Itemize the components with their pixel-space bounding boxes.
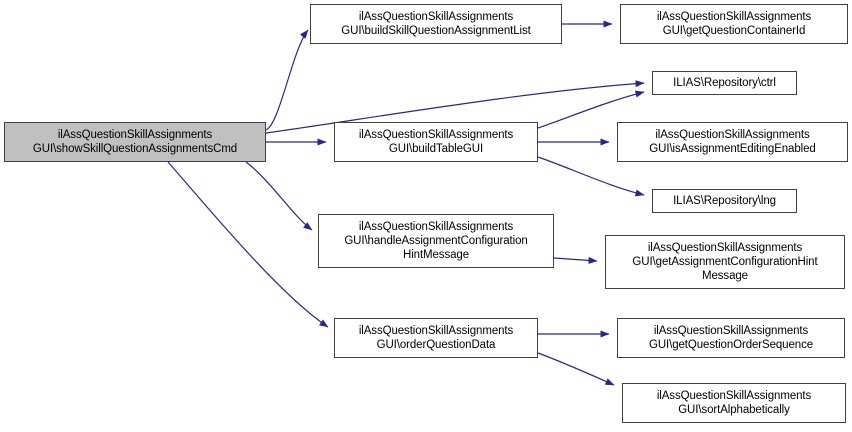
graph-node-getQuestionOrderSequence[interactable]: ilAssQuestionSkillAssignments GUI\getQue… — [617, 318, 845, 358]
edge-root-to-handleAssignmentConfigurationHintMessage — [245, 161, 313, 231]
graph-node-orderQuestionData[interactable]: ilAssQuestionSkillAssignments GUI\orderQ… — [334, 318, 538, 358]
edge-handleAssignmentConfigurationHintMessage-to-getAssignmentConfigurationHintMessage — [553, 256, 598, 264]
graph-node-handleAssignmentConfigurationHintMessage[interactable]: ilAssQuestionSkillAssignments GUI\handle… — [318, 214, 554, 268]
edge-orderQuestionData-to-sortAlphabetically — [537, 352, 615, 386]
edge-root-to-orderQuestionData — [167, 161, 329, 328]
edge-root-to-buildSkillQuestionAssignmentList — [265, 29, 309, 131]
graph-node-getAssignmentConfigurationHintMessage[interactable]: ilAssQuestionSkillAssignments GUI\getAss… — [605, 235, 845, 289]
graph-node-sortAlphabetically[interactable]: ilAssQuestionSkillAssignments GUI\sortAl… — [622, 383, 846, 423]
edge-buildTableGUI-to-lng — [537, 156, 645, 197]
graph-node-buildSkillQuestionAssignmentList[interactable]: ilAssQuestionSkillAssignments GUI\buildS… — [310, 4, 562, 44]
graph-node-root[interactable]: ilAssQuestionSkillAssignments GUI\showSk… — [4, 122, 266, 162]
graph-node-isAssignmentEditingEnabled[interactable]: ilAssQuestionSkillAssignments GUI\isAssi… — [617, 122, 848, 162]
graph-node-lng[interactable]: ILIAS\Repository\lng — [652, 189, 797, 213]
graph-node-buildTableGUI[interactable]: ilAssQuestionSkillAssignments GUI\buildT… — [334, 122, 538, 162]
graph-node-getQuestionContainerId[interactable]: ilAssQuestionSkillAssignments GUI\getQue… — [620, 4, 848, 44]
graph-node-ctrl[interactable]: ILIAS\Repository\ctrl — [652, 71, 797, 95]
